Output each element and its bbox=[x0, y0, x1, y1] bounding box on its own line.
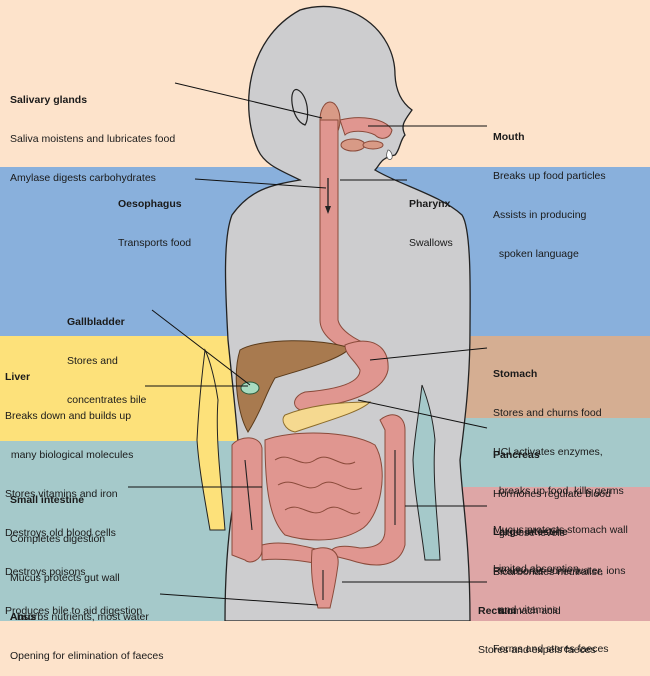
label-line: glucose levels bbox=[493, 527, 565, 539]
label-line: Reabsorbs some water, ions bbox=[493, 565, 626, 577]
salivary-gland-2 bbox=[340, 138, 366, 152]
label-title: Large intestine bbox=[493, 526, 568, 538]
label-line: Transports food bbox=[118, 237, 192, 249]
label-anus: Anus Opening for elimination of faeces bbox=[10, 585, 164, 676]
label-oesophagus: Oesophagus Transports food bbox=[118, 172, 191, 263]
label-line: spoken language bbox=[493, 248, 579, 260]
label-title: Rectum bbox=[478, 605, 517, 617]
label-liver: Liver Breaks down and builds up many bio… bbox=[5, 345, 142, 631]
label-line: Produces bile to aid digestion bbox=[5, 605, 143, 617]
saliva-drop bbox=[386, 149, 393, 160]
label-title: Stomach bbox=[493, 368, 538, 380]
gallbladder bbox=[240, 381, 260, 395]
label-line: HCl activates enzymes, bbox=[493, 446, 603, 458]
label-line: Stores and expels faeces bbox=[478, 644, 596, 656]
label-title: Oesophagus bbox=[118, 198, 182, 210]
label-line: Saliva moistens and lubricates food bbox=[10, 133, 176, 145]
label-line: Destroys poisons bbox=[5, 566, 86, 578]
label-stomach: Stomach Stores and churns food HCl activ… bbox=[493, 342, 628, 589]
label-title: Liver bbox=[5, 371, 31, 383]
label-line: Mucus protects gut wall bbox=[10, 572, 120, 584]
label-line: Stores and churns food bbox=[493, 407, 602, 419]
small-intestine bbox=[264, 432, 383, 541]
right-arm-gap bbox=[412, 384, 441, 561]
left-arm-gap bbox=[196, 348, 226, 531]
salivary-gland-3 bbox=[362, 140, 384, 150]
liver bbox=[235, 340, 351, 433]
label-pharynx: Pharynx Swallows bbox=[409, 172, 453, 263]
ear bbox=[291, 89, 309, 126]
label-line: Mucus protects stomach wall bbox=[493, 524, 628, 536]
label-title: Pharynx bbox=[409, 198, 451, 210]
label-line: Destroys old blood cells bbox=[5, 527, 116, 539]
label-title: Small intestine bbox=[10, 494, 85, 506]
label-rectum: Rectum Stores and expels faeces bbox=[478, 579, 596, 670]
label-title: Gallbladder bbox=[67, 316, 125, 328]
label-line: Stores and bbox=[67, 355, 118, 367]
rectum bbox=[311, 547, 339, 609]
label-line: Absorbs nutrients, most water bbox=[10, 611, 149, 623]
stomach bbox=[294, 340, 389, 411]
label-line: Completes digestion bbox=[10, 533, 106, 545]
oesophagus-arrowhead bbox=[325, 206, 331, 214]
label-line: Stores vitamins and iron bbox=[5, 488, 118, 500]
label-small-intestine: Small intestine Completes digestion Mucu… bbox=[10, 468, 149, 637]
flow-arrows bbox=[244, 450, 396, 600]
label-line: Opening for elimination of faeces bbox=[10, 650, 164, 662]
mouth-cavity bbox=[339, 117, 393, 139]
label-line: stomach acid bbox=[493, 605, 561, 617]
label-pancreas: Pancreas Hormones regulate blood glucose… bbox=[493, 423, 611, 631]
label-line: Bicarbonates neutralise bbox=[493, 566, 603, 578]
small-intestine-folds bbox=[274, 456, 363, 515]
leader-lines bbox=[128, 82, 488, 606]
label-salivary-glands: Salivary glands Saliva moistens and lubr… bbox=[10, 68, 175, 198]
label-line: breaks up food, kills germs bbox=[493, 485, 624, 497]
label-mouth: Mouth Breaks up food particles Assists i… bbox=[493, 105, 606, 274]
label-title: Anus bbox=[10, 611, 37, 623]
label-line: Breaks down and builds up bbox=[5, 410, 132, 422]
label-line: Hormones regulate blood bbox=[493, 488, 611, 500]
label-line: Breaks up food particles bbox=[493, 170, 606, 182]
label-title: Salivary glands bbox=[10, 94, 88, 106]
label-title: Pancreas bbox=[493, 449, 540, 461]
label-line: Limited absorption bbox=[493, 563, 579, 575]
label-line: and vitamins bbox=[493, 604, 558, 616]
pancreas bbox=[282, 401, 372, 433]
label-line: Amylase digests carbohydrates bbox=[10, 172, 156, 184]
label-line: concentrates bile bbox=[67, 394, 147, 406]
label-gallbladder: Gallbladder Stores and concentrates bile bbox=[67, 290, 146, 420]
label-line: Assists in producing bbox=[493, 209, 587, 221]
label-line: Swallows bbox=[409, 237, 453, 249]
label-line: many biological molecules bbox=[5, 449, 134, 461]
digestive-system-illustration bbox=[128, 5, 488, 621]
label-title: Mouth bbox=[493, 131, 525, 143]
